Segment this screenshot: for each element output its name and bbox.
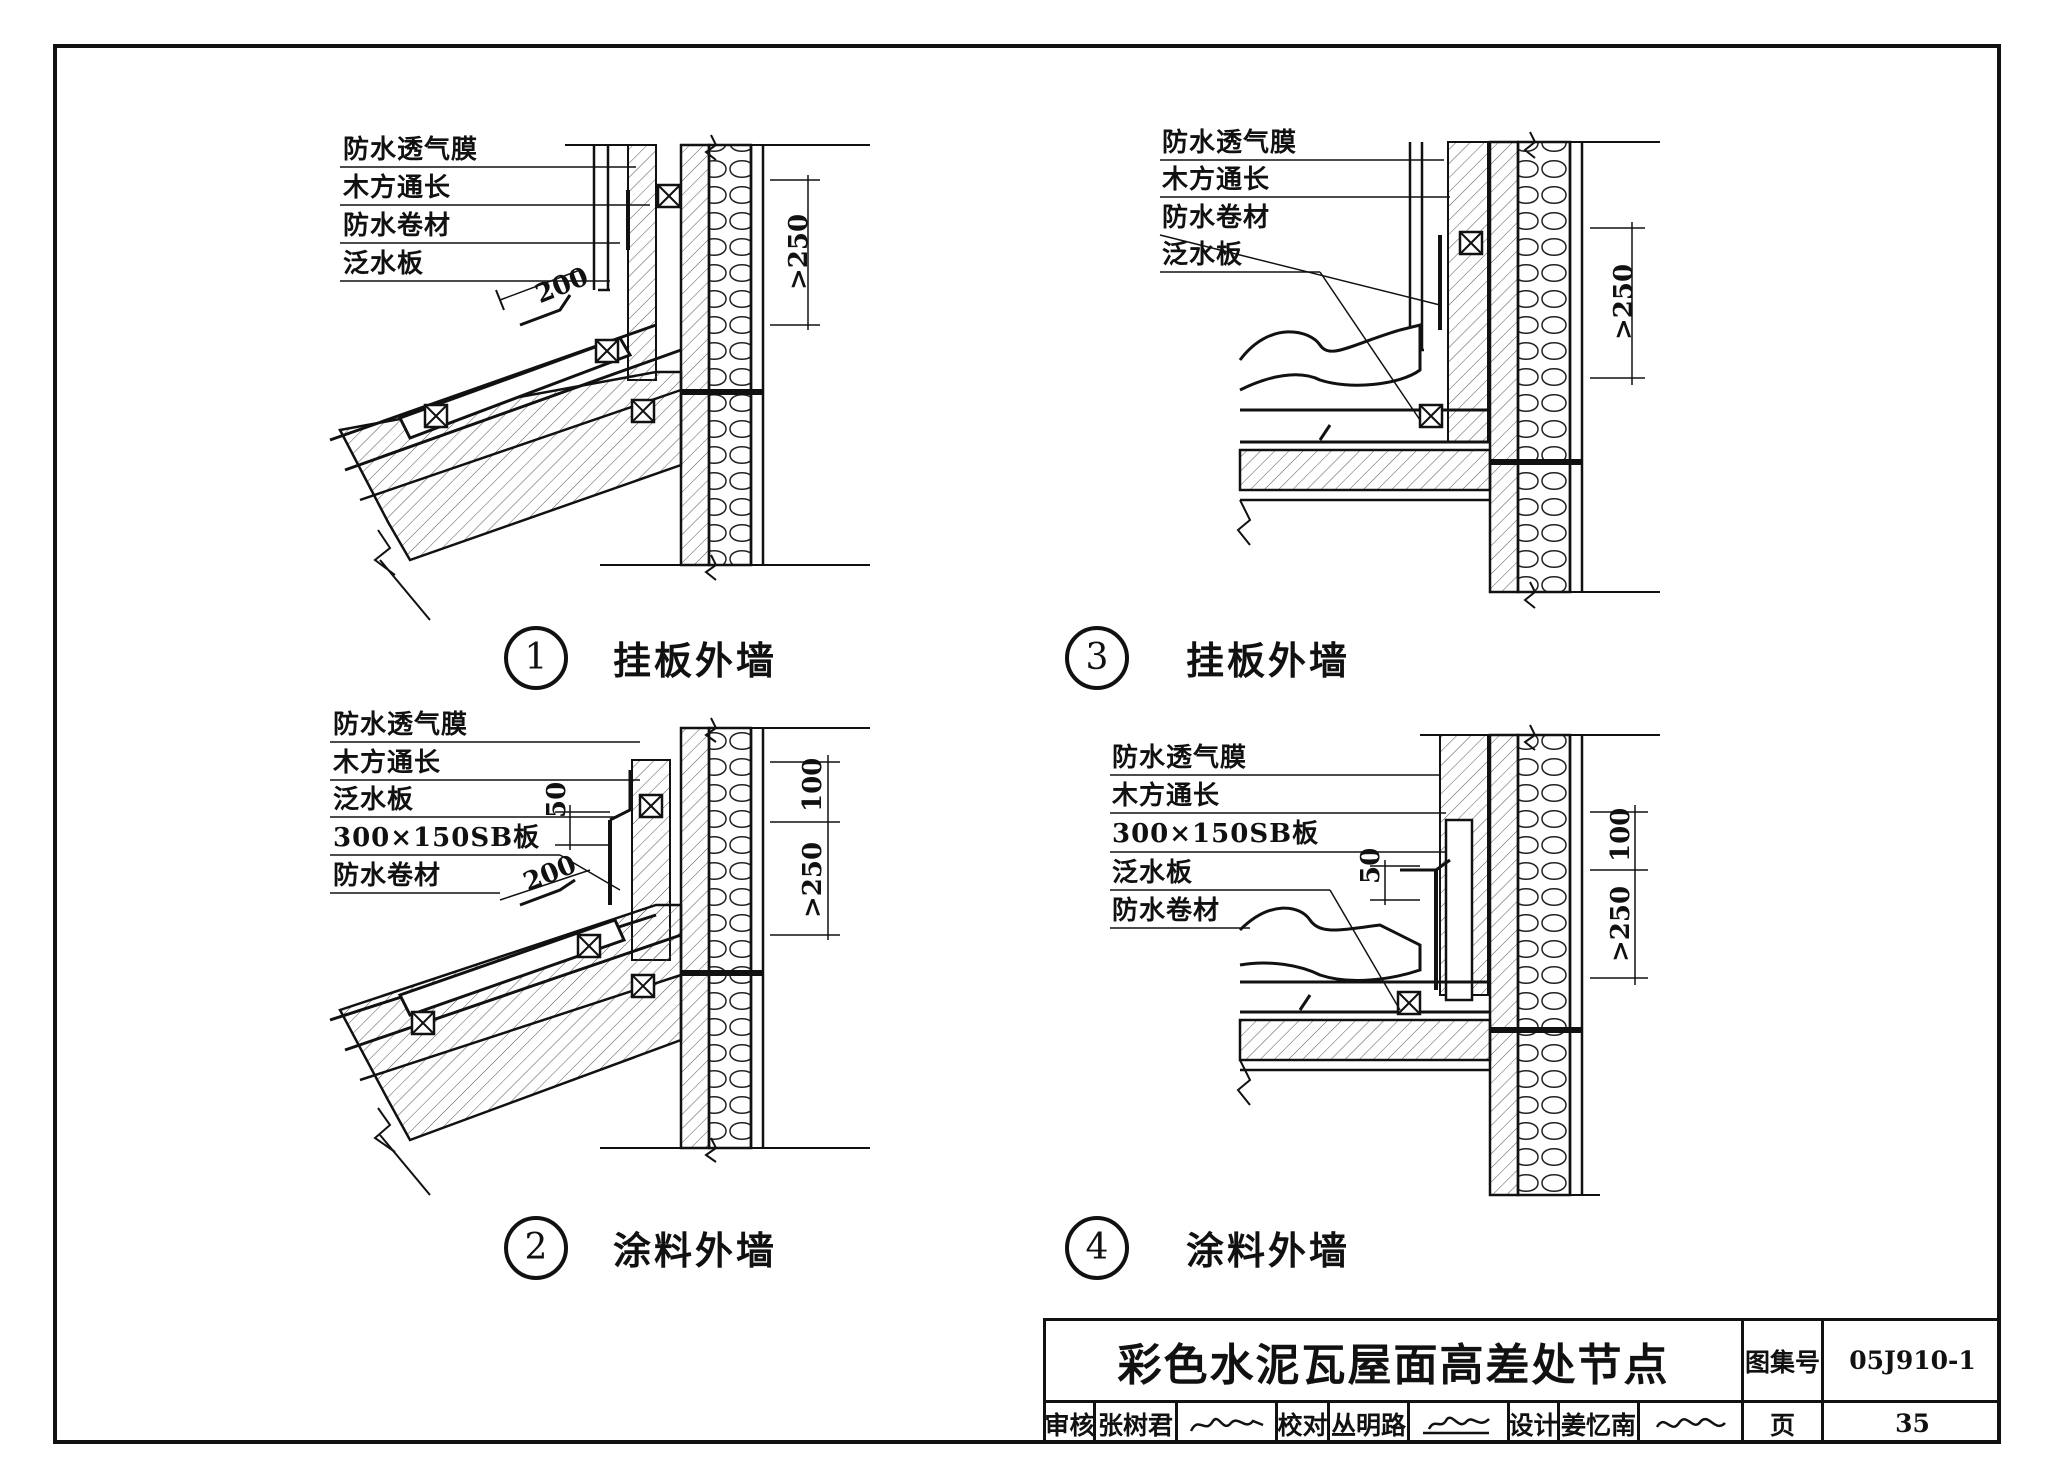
page-label: 页: [1741, 1400, 1821, 1444]
d4-caption: 涂料外墙: [1186, 1228, 1351, 1273]
d1-label-flashing: 泛水板: [343, 249, 425, 279]
d3-detail-number: 3: [1065, 626, 1129, 690]
checker-signature: [1407, 1400, 1507, 1444]
d1-caption: 挂板外墙: [613, 638, 778, 683]
d4-dim-height: >250: [1606, 885, 1636, 962]
drawing-title: 彩色水泥瓦屋面高差处节点: [1043, 1318, 1741, 1400]
d2-label-waterproof-roll: 防水卷材: [333, 861, 442, 891]
d3-caption: 挂板外墙: [1186, 638, 1351, 683]
d2-dim-gap: 50: [542, 781, 572, 818]
check-label: 校对: [1275, 1400, 1328, 1444]
reviewer-name: 张树君: [1093, 1400, 1175, 1444]
d4-dim-gap: 50: [1356, 847, 1386, 884]
atlas-label: 图集号: [1741, 1318, 1821, 1400]
d3-dim-height: >250: [1609, 263, 1639, 340]
d1-dim-height: >250: [784, 213, 814, 290]
d4-label-sb-board: 300×150SB板: [1112, 819, 1320, 849]
d4-label-flashing: 泛水板: [1112, 858, 1194, 888]
review-label: 审核: [1043, 1400, 1095, 1444]
d2-dim-upper: 100: [798, 757, 828, 812]
d1-label-breather-membrane: 防水透气膜: [343, 135, 479, 165]
d2-label-batten: 木方通长: [333, 748, 442, 778]
d1-detail-number: 1: [504, 626, 568, 690]
d2-detail-number: 2: [504, 1216, 568, 1280]
designer-signature: [1637, 1400, 1741, 1444]
drawing-frame: [53, 44, 2001, 1444]
d2-dim-height: >250: [798, 841, 828, 918]
detail-3: [1159, 131, 1660, 609]
d3-label-batten: 木方通长: [1162, 165, 1271, 195]
design-label: 设计: [1507, 1400, 1559, 1444]
d3-label-waterproof-roll: 防水卷材: [1162, 203, 1271, 233]
d4-detail-number: 4: [1065, 1216, 1129, 1280]
page-number: 35: [1821, 1400, 2001, 1444]
detail-1: [329, 134, 870, 621]
d4-label-waterproof-roll: 防水卷材: [1112, 896, 1221, 926]
designer-name: 姜忆南: [1557, 1400, 1637, 1444]
atlas-number: 05J910-1: [1821, 1318, 2001, 1400]
d1-label-batten: 木方通长: [343, 173, 452, 203]
d2-caption: 涂料外墙: [613, 1228, 778, 1273]
d2-label-breather-membrane: 防水透气膜: [333, 710, 469, 740]
reviewer-signature: [1175, 1400, 1275, 1444]
d3-label-breather-membrane: 防水透气膜: [1162, 128, 1298, 158]
d4-label-batten: 木方通长: [1112, 781, 1221, 811]
d2-label-flashing: 泛水板: [333, 785, 415, 815]
detail-2: [329, 717, 870, 1196]
d2-label-sb-board: 300×150SB板: [333, 823, 541, 853]
detail-4: [1110, 724, 1660, 1197]
title-block: 彩色水泥瓦屋面高差处节点 图集号 05J910-1 审核 张树君 校对 丛明路 …: [1043, 1318, 2001, 1444]
checker-name: 丛明路: [1327, 1400, 1407, 1444]
d1-label-waterproof-roll: 防水卷材: [343, 211, 452, 241]
d4-label-breather-membrane: 防水透气膜: [1112, 743, 1248, 773]
d3-label-flashing: 泛水板: [1162, 240, 1244, 270]
d4-dim-upper: 100: [1606, 807, 1636, 862]
